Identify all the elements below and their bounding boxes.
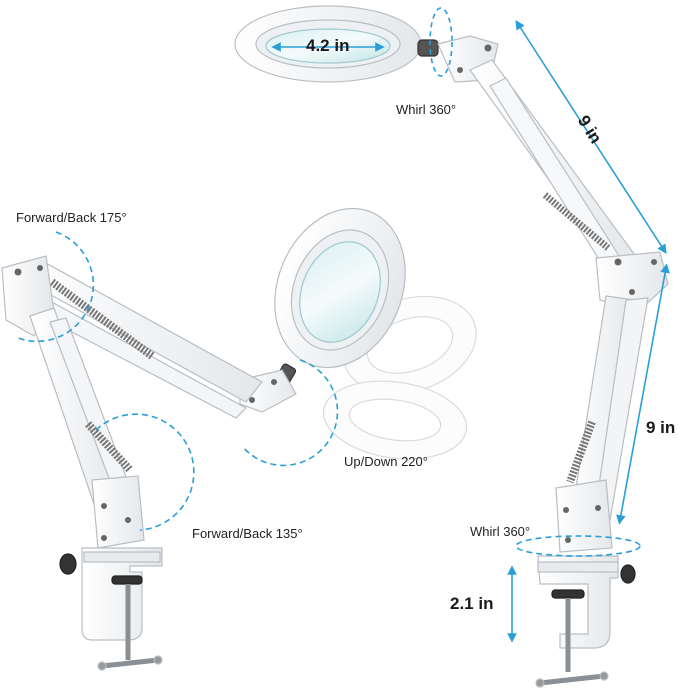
upper-joint-arc (17, 231, 95, 343)
head-tilt-arc (241, 359, 339, 467)
base-whirl-label: Whirl 360° (470, 524, 531, 539)
upper-joint-label: Forward/Back 175° (16, 210, 127, 225)
left-lamp (1, 207, 477, 671)
lens-diameter-label: 4.2 in (306, 36, 350, 55)
lower-arm-length-arrow (616, 263, 670, 525)
head-whirl-ring (429, 7, 453, 77)
base-whirl-ring (515, 535, 641, 557)
upper-arm-length-arrow (515, 19, 667, 255)
head-tilt-label: Up/Down 220° (344, 454, 428, 469)
clamp-height-label: 2.1 in (450, 594, 494, 613)
left-lamp-head (273, 207, 406, 389)
head-whirl-label: Whirl 360° (396, 102, 457, 117)
lower-joint-arc (95, 413, 195, 531)
lower-arm-length-label: 9 in (646, 418, 676, 437)
lower-joint-label: Forward/Back 135° (192, 526, 303, 541)
dimension-marks (17, 7, 670, 643)
